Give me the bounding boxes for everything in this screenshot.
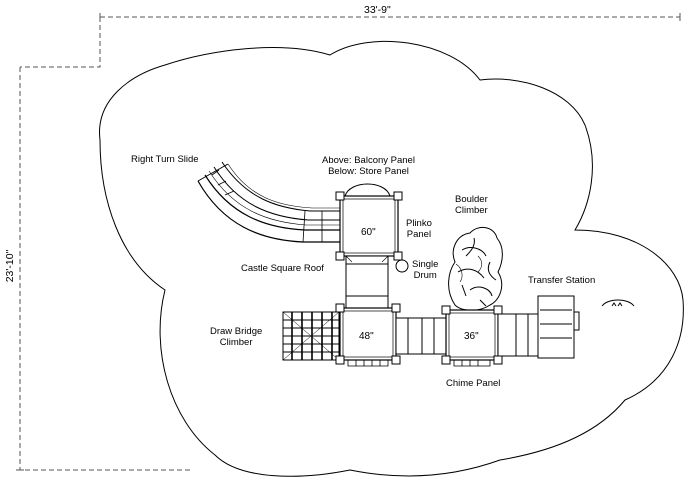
boulder-climber-label: Boulder Climber: [455, 194, 488, 216]
right-turn-slide: [197, 161, 340, 243]
chime-panel-label: Chime Panel: [446, 378, 501, 389]
single-drum: [395, 259, 409, 273]
bridge-walkway: [395, 317, 447, 355]
notch-dimension-line: [20, 17, 101, 68]
deck-36-inch: [441, 305, 503, 367]
balcony-panel-label: Above: Balcony Panel Below: Store Panel: [322, 155, 415, 177]
depth-dimension-label: 23'-10": [4, 249, 16, 283]
boulder-climber: [448, 226, 503, 311]
width-dimension-label: 33'-9": [364, 4, 391, 16]
depth-dimension-line: [19, 67, 190, 471]
plinko-panel-label: Plinko Panel: [406, 218, 432, 240]
deck-36-size-label: 36": [464, 331, 479, 342]
draw-bridge-climber: [282, 311, 340, 361]
deck-60-size-label: 60": [361, 227, 376, 238]
dimension-ticks: [16, 13, 681, 471]
deck-60-inch: [335, 183, 403, 261]
transfer-station: [537, 295, 580, 359]
steps-to-transfer: [497, 313, 541, 357]
deck-48-inch: [335, 303, 401, 367]
single-drum-label: Single Drum: [412, 259, 439, 281]
draw-bridge-climber-label: Draw Bridge Climber: [210, 326, 263, 348]
use-zone-outline: [99, 40, 684, 477]
transfer-station-label: Transfer Station: [528, 275, 596, 286]
right-turn-slide-label: Right Turn Slide: [131, 154, 199, 165]
deck-48-size-label: 48": [359, 331, 374, 342]
dome-marker: [601, 299, 635, 307]
castle-square-roof-label: Castle Square Roof: [241, 263, 324, 274]
connecting-stairs: [345, 255, 389, 309]
